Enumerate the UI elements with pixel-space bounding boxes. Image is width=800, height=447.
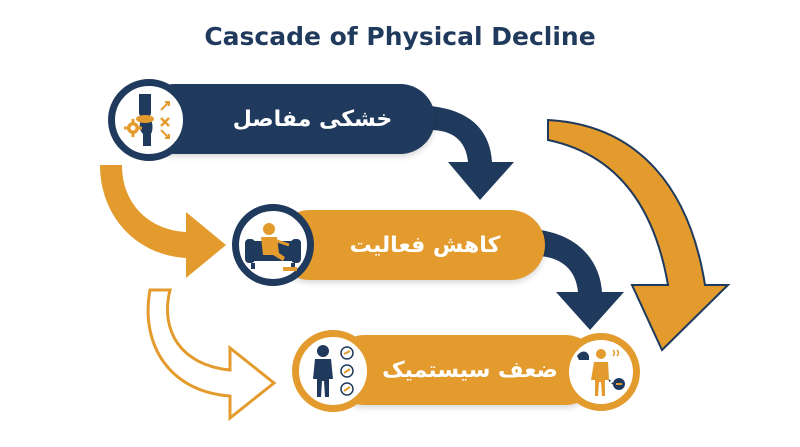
step-label: خشکی مفاصل — [232, 106, 393, 132]
large-orange-arrow — [547, 118, 731, 352]
step-bar-reduced-activity: کاهش فعالیت — [275, 210, 545, 280]
person-on-sofa-icon — [232, 204, 314, 286]
step-bar-systemic-weakness: ضعف سیستمیک — [330, 335, 600, 405]
step-label: کاهش فعالیت — [349, 232, 501, 258]
joint-gear-icon — [108, 79, 190, 161]
navy-arrow-2 — [540, 230, 624, 330]
weak-person-icon — [562, 333, 640, 411]
standing-person-icon — [292, 330, 374, 412]
orange-outline-arrow — [146, 288, 277, 422]
diagram-title: Cascade of Physical Decline — [204, 22, 596, 51]
orange-arrow-1 — [100, 165, 226, 278]
step-label: ضعف سیستمیک — [382, 357, 558, 383]
navy-arrow-1 — [430, 106, 514, 200]
